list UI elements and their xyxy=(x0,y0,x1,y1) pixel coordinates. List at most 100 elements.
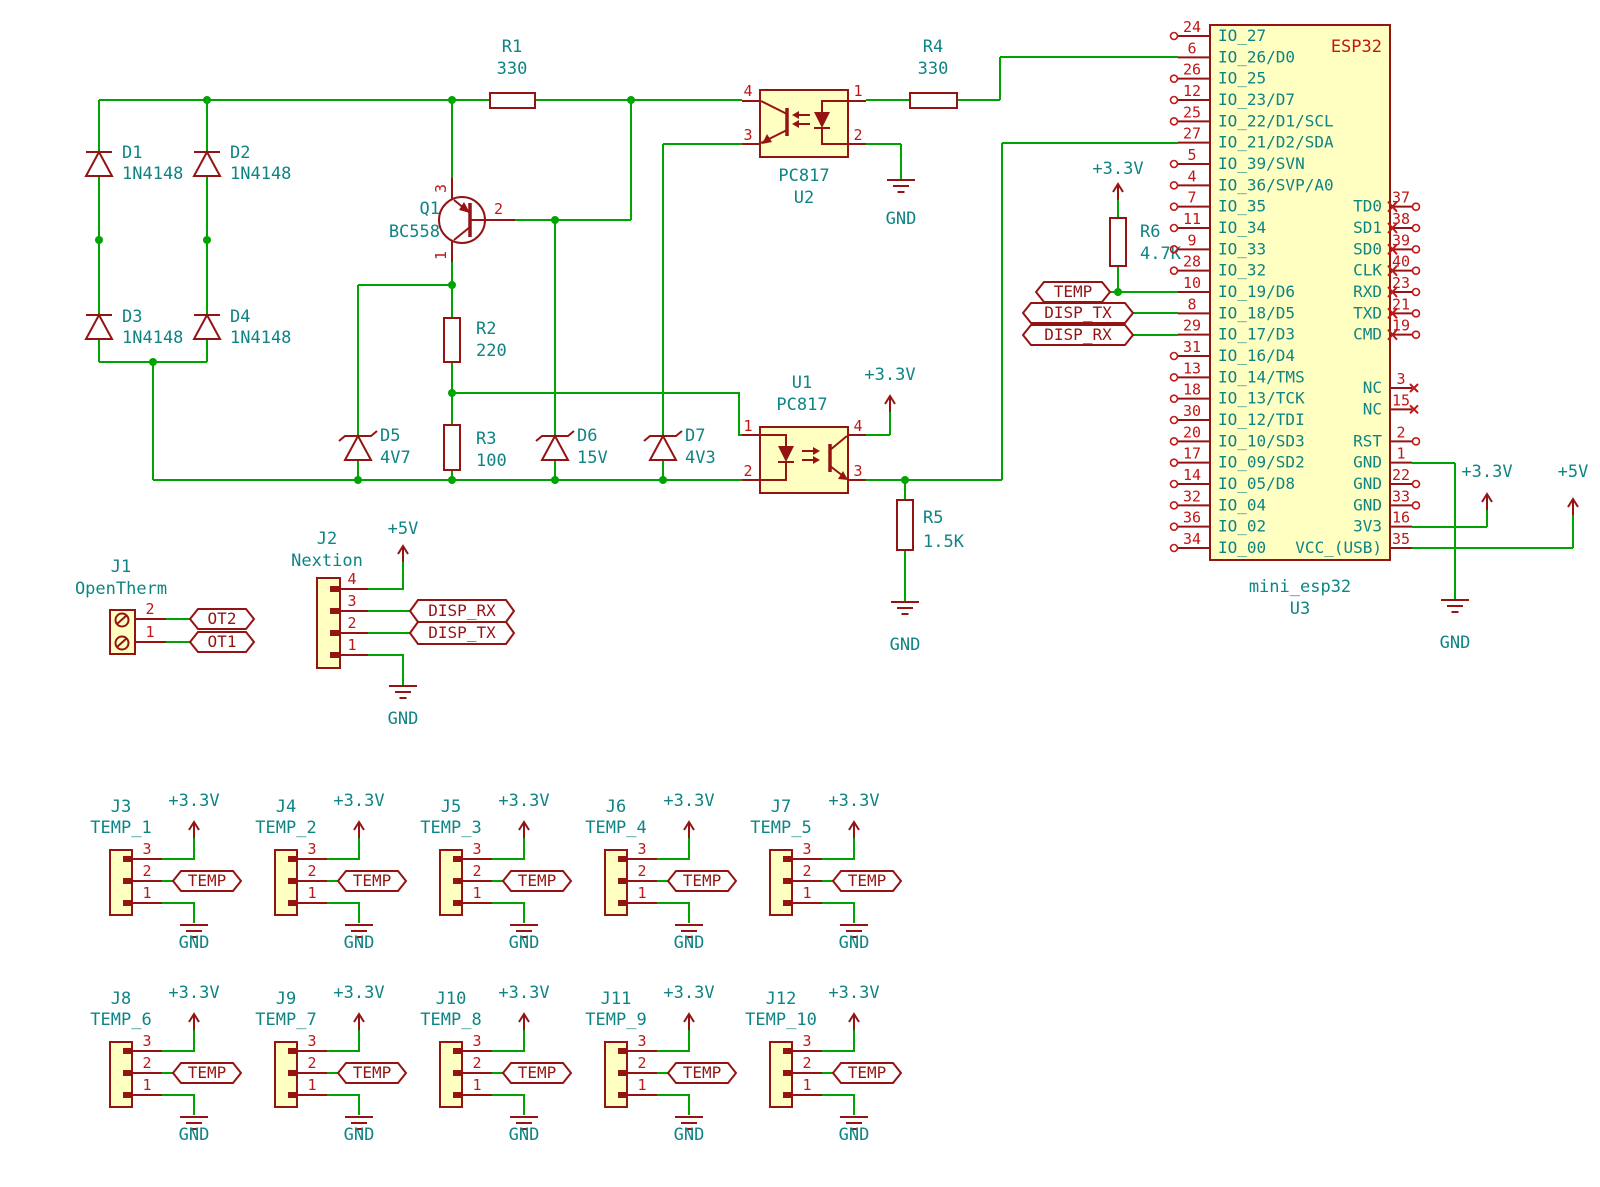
pin-number: 1 xyxy=(743,417,752,435)
diode-triangle xyxy=(84,149,114,177)
no-connect-icon xyxy=(1409,404,1419,415)
net-label-hex xyxy=(336,1062,408,1084)
net-label-hex xyxy=(666,1062,738,1084)
value: 4V7 xyxy=(380,448,411,468)
open-pin-icon xyxy=(1411,266,1421,275)
pin-number: 2 xyxy=(142,1054,151,1072)
value: 1N4148 xyxy=(122,328,183,348)
net-label-hex xyxy=(171,870,243,892)
pin-number: 1 xyxy=(802,1076,811,1094)
net-label-hex xyxy=(408,621,516,645)
pin-number: 2 xyxy=(472,862,481,880)
pin-name: IO_27 xyxy=(1218,26,1266,45)
esp32-left-pin: 27 IO_21/D2/SDA xyxy=(1178,125,1334,152)
net-label-text: TEMP xyxy=(848,1063,887,1082)
esp32-right-pin: 33 GND xyxy=(1353,487,1421,514)
value: 4V3 xyxy=(685,448,716,468)
pin-number: 36 xyxy=(1183,509,1201,527)
esp32-left-pin: 20 IO_10/SD3 xyxy=(1169,423,1305,450)
esp32-left-pin: 30 IO_12/TDI xyxy=(1169,402,1305,429)
pin-pad xyxy=(783,878,792,884)
pin-number: 1 xyxy=(1396,445,1405,463)
pin-number: 38 xyxy=(1392,210,1410,228)
net-label-text: OT1 xyxy=(208,632,237,651)
pin-pad xyxy=(618,900,627,906)
pin-number: 25 xyxy=(1183,103,1201,121)
ref: U1 xyxy=(792,373,812,393)
pin-number: 35 xyxy=(1392,530,1410,548)
net-label-text: DISP_TX xyxy=(1044,303,1112,322)
net-label-hex xyxy=(501,870,573,892)
esp32-left-pin: 29 IO_17/D3 xyxy=(1178,317,1295,344)
junction-dot xyxy=(627,96,635,104)
diode-d3: D3 1N4148 xyxy=(84,307,183,348)
power-label: +3.3V xyxy=(828,983,879,1003)
open-pin-icon xyxy=(1169,31,1179,41)
resistor-body xyxy=(1109,217,1127,267)
diode-triangle xyxy=(648,433,678,461)
net-label-text: TEMP xyxy=(353,1063,392,1082)
pin-number: 23 xyxy=(1392,274,1410,292)
pin-pad xyxy=(330,630,339,636)
esp32-left-pin: 31 IO_16/D4 xyxy=(1169,338,1295,365)
ref: D5 xyxy=(380,426,400,446)
pin-number: 33 xyxy=(1392,487,1410,505)
temp-connector: J12 TEMP_10 +3.3V 3 2 1 TEMP GND xyxy=(745,983,903,1145)
wire xyxy=(492,902,525,923)
diode-d1: D1 1N4148 xyxy=(84,143,183,184)
value: 15V xyxy=(577,448,608,468)
pin-number: 2 xyxy=(802,862,811,880)
temp-connector: J5 TEMP_3 +3.3V 3 2 1 TEMP GND xyxy=(420,791,573,953)
esp32-left-pin: 36 IO_02 xyxy=(1169,509,1266,536)
pin-pad xyxy=(453,1070,462,1076)
pin-number: 3 xyxy=(853,462,862,480)
emitter-arrow xyxy=(762,134,772,144)
pin-name: RST xyxy=(1353,431,1382,450)
esp32-right-pin: 38 SD1 xyxy=(1353,210,1421,237)
connector-ref: J11 xyxy=(601,989,632,1009)
value: 220 xyxy=(476,341,507,361)
open-pin-icon xyxy=(1169,351,1179,361)
temp-connector: J7 TEMP_5 +3.3V 3 2 1 TEMP GND xyxy=(750,791,903,953)
pin-number: 34 xyxy=(1183,530,1201,548)
wire xyxy=(162,838,195,860)
power-arrow-icon xyxy=(518,821,530,839)
pin-pad xyxy=(453,900,462,906)
resistor-r2: R2 220 xyxy=(443,317,507,363)
power-label: +3.3V xyxy=(1461,462,1512,482)
power-arrow-icon xyxy=(397,545,409,563)
pin-number: 1 xyxy=(142,1076,151,1094)
esp32-right-pin: 3 NC xyxy=(1363,370,1419,397)
zener-d5: D5 4V7 xyxy=(338,426,411,468)
wires xyxy=(98,56,1574,686)
pin-number: 1 xyxy=(472,884,481,902)
zener-d7: D7 4V3 xyxy=(643,426,716,468)
ref: R3 xyxy=(476,429,496,449)
ref: D1 xyxy=(122,143,142,163)
wire xyxy=(368,562,404,590)
pin-number: 3 xyxy=(802,840,811,858)
ground-label: GND xyxy=(509,933,540,953)
pin-pad xyxy=(618,856,627,862)
pin-name: IO_14/TMS xyxy=(1218,367,1305,386)
pin-number: 3 xyxy=(142,1032,151,1050)
connector-ref: J7 xyxy=(771,797,791,817)
ref: R5 xyxy=(923,508,943,528)
power-arrow-icon xyxy=(188,821,200,839)
emitter-arrow xyxy=(838,471,848,480)
pin-name: IO_09/SD2 xyxy=(1218,453,1305,472)
connector-name: TEMP_8 xyxy=(420,1010,481,1030)
optocoupler-u1: 1 2 4 3 U1 PC817 xyxy=(742,373,866,494)
pin-pad xyxy=(330,608,339,614)
wire xyxy=(822,1094,855,1115)
no-connect-icon xyxy=(1387,264,1398,277)
resistor-r5: R5 1.5K xyxy=(896,499,965,552)
resistor-body xyxy=(443,317,461,363)
ref: Q1 xyxy=(420,199,440,219)
net-label-hex xyxy=(831,1062,903,1084)
esp32-left-pin: 9 IO_33 xyxy=(1169,231,1266,258)
wire xyxy=(327,1030,360,1052)
open-pin-icon xyxy=(1411,202,1421,211)
pin-number: 39 xyxy=(1392,231,1410,249)
pin-name: GND xyxy=(1353,495,1382,514)
